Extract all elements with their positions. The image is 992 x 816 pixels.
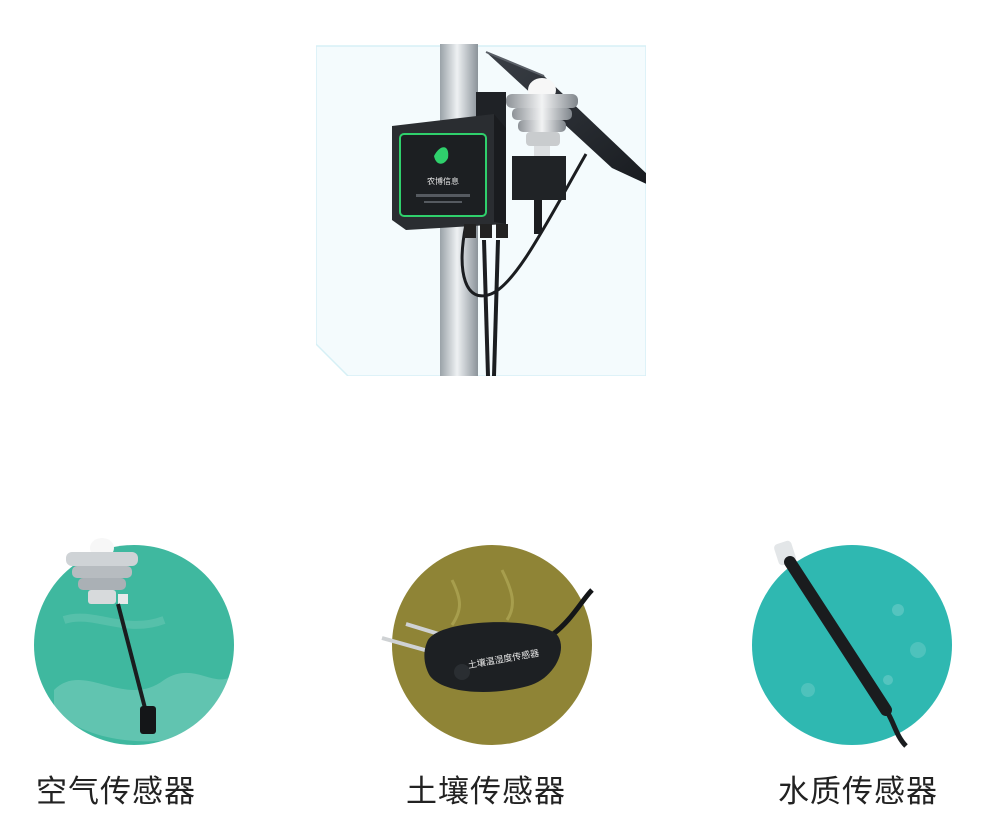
air-sensor-background	[34, 545, 234, 745]
weather-station-image: 农博信息	[316, 44, 646, 376]
soil-sensor-caption: 土壤传感器	[406, 774, 566, 810]
air-sensor-image	[34, 538, 244, 750]
water-sensor-image	[748, 540, 958, 750]
water-sensor-background	[752, 545, 952, 745]
device-brand-text: 农博信息	[427, 176, 459, 186]
air-sensor-caption: 空气传感器	[36, 774, 196, 810]
soil-sensor-image: 土壤温湿度传感器	[381, 540, 602, 750]
water-sensor-caption: 水质传感器	[778, 774, 938, 810]
